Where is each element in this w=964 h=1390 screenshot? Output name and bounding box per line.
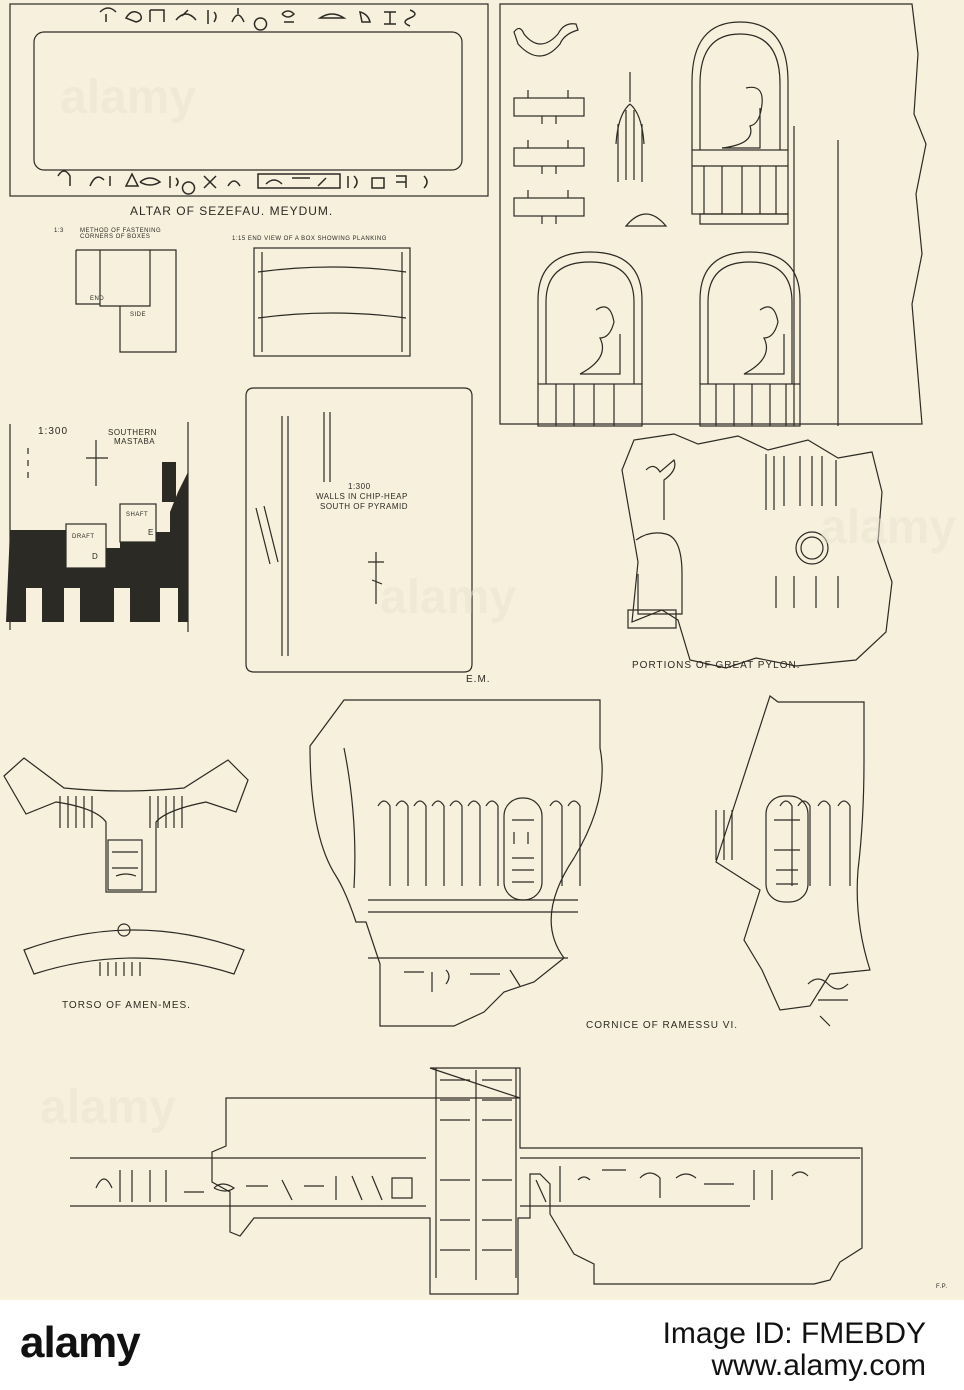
image-id-text: Image ID: FMEBDY bbox=[662, 1317, 926, 1350]
cornice-caption: CORNICE OF RAMESSU VI. bbox=[586, 1020, 739, 1031]
box-corner-drawing bbox=[75, 249, 177, 353]
mastaba-shaft: SHAFT bbox=[126, 512, 149, 518]
plate: alamy alamy alamy alamy ALTAR OF SEZEFAU… bbox=[0, 0, 964, 1300]
boxes-corner-title: METHOD OF FASTENING CORNERS OF BOXES bbox=[80, 228, 162, 240]
watermark: alamy bbox=[40, 1081, 177, 1134]
boxes-end-title: 1:15 END VIEW OF A BOX SHOWING PLANKING bbox=[232, 236, 387, 242]
lintel-drawing bbox=[70, 1067, 863, 1295]
mastaba-fill bbox=[6, 462, 188, 622]
altar-bottom-hieroglyphs bbox=[57, 170, 428, 195]
mastaba-e: E bbox=[148, 528, 154, 537]
walls-title-2: SOUTH OF PYRAMID bbox=[320, 502, 409, 511]
plate-drawings bbox=[3, 3, 927, 1295]
mastaba-d: D bbox=[92, 552, 99, 561]
image-id-block: Image ID: FMEBDY www.alamy.com bbox=[663, 1318, 926, 1381]
cornice-drawing bbox=[309, 695, 871, 1027]
pylon-drawing bbox=[621, 433, 893, 669]
torso-caption: TORSO OF AMEN-MES. bbox=[62, 1000, 191, 1011]
mastaba-draft: DRAFT bbox=[72, 534, 95, 540]
corner-initials: F.P. bbox=[936, 1284, 948, 1290]
mastaba-c: C bbox=[44, 594, 51, 603]
mastaba-scale: 1:300 bbox=[38, 426, 69, 437]
boxes-corner-side: SIDE bbox=[130, 312, 147, 318]
footer-bar bbox=[0, 1300, 964, 1390]
walls-drawing bbox=[245, 387, 473, 673]
pylon-caption: PORTIONS OF GREAT PYLON. bbox=[632, 660, 801, 671]
boxes-corner-scale: 1:3 bbox=[54, 228, 64, 234]
watermark: alamy bbox=[380, 571, 517, 624]
walls-title-1: WALLS IN CHIP-HEAP bbox=[316, 492, 408, 501]
walls-scale: 1:300 bbox=[348, 482, 371, 491]
mastaba-drawing bbox=[9, 422, 189, 632]
alamy-url[interactable]: www.alamy.com bbox=[711, 1348, 926, 1382]
stela-drawing bbox=[499, 3, 927, 427]
mastaba-a: A bbox=[146, 594, 152, 603]
mastaba-b: B bbox=[90, 594, 96, 603]
mastaba-title-2: MASTABA bbox=[114, 437, 156, 446]
box-end-drawing bbox=[253, 247, 411, 357]
mastaba-title-1: SOUTHERN bbox=[108, 428, 157, 437]
walls-initials: E.M. bbox=[466, 674, 491, 685]
alamy-logo[interactable]: alamy bbox=[20, 1318, 141, 1367]
watermark: alamy bbox=[60, 71, 197, 124]
altar-top-hieroglyphs bbox=[99, 7, 416, 31]
watermark: alamy bbox=[820, 501, 957, 554]
torso-drawing bbox=[3, 757, 249, 976]
altar-drawing bbox=[9, 3, 489, 197]
altar-caption: ALTAR OF SEZEFAU. MEYDUM. bbox=[130, 204, 334, 218]
boxes-corner-end: END bbox=[90, 296, 105, 302]
